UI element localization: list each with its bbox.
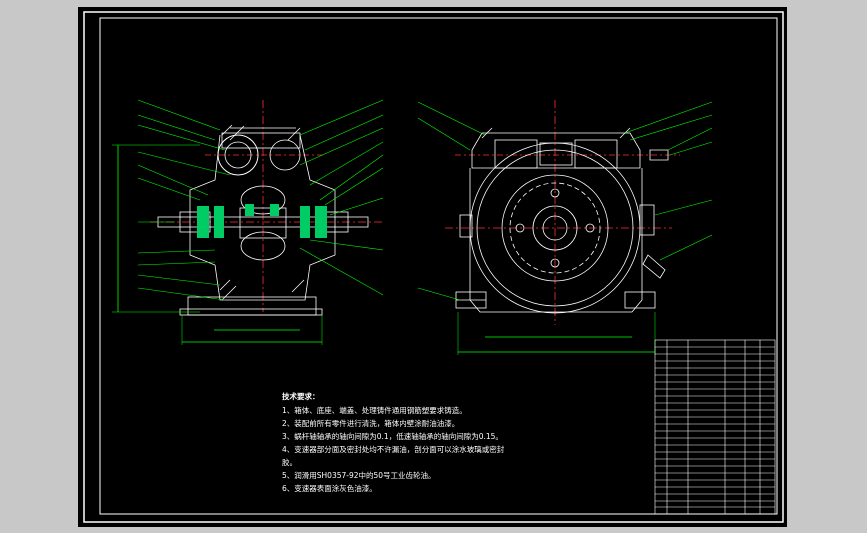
requirement-item: 1、箱体、底座、端盖、处理铸件通用钢筋塑要求铸造。 [282,406,467,415]
inner-frame [99,17,778,515]
right-leader-lines [417,101,713,301]
requirement-item: 胶。 [282,458,297,467]
left-leader-lines [137,99,384,301]
outer-frame [83,11,784,523]
technical-requirements: 技术要求： 1、箱体、底座、端盖、处理铸件通用钢筋塑要求铸造。 2、装配前所有零… [282,390,582,495]
parts-list-table [654,339,776,515]
drawing-sheet [78,7,787,527]
requirement-item: 2、装配前所有零件进行清洗，箱体内壁涂耐油油漆。 [282,419,460,428]
requirement-item: 3、蜗杆轴轴承的轴向间隙为0.1，低速轴轴承的轴向间隙为0.15。 [282,432,503,441]
requirement-item: 6、变速器表面涂灰色油漆。 [282,484,377,493]
technical-requirements-title: 技术要求： [282,392,320,401]
right-end-view [445,100,680,355]
requirement-item: 5、润滑用SH0357-92中的50号工业齿轮油。 [282,471,436,480]
requirement-item: 4、变速器部分面及密封处均不许漏油，剖分面可以涂水玻璃或密封 [282,445,505,454]
left-section-view [112,100,385,345]
